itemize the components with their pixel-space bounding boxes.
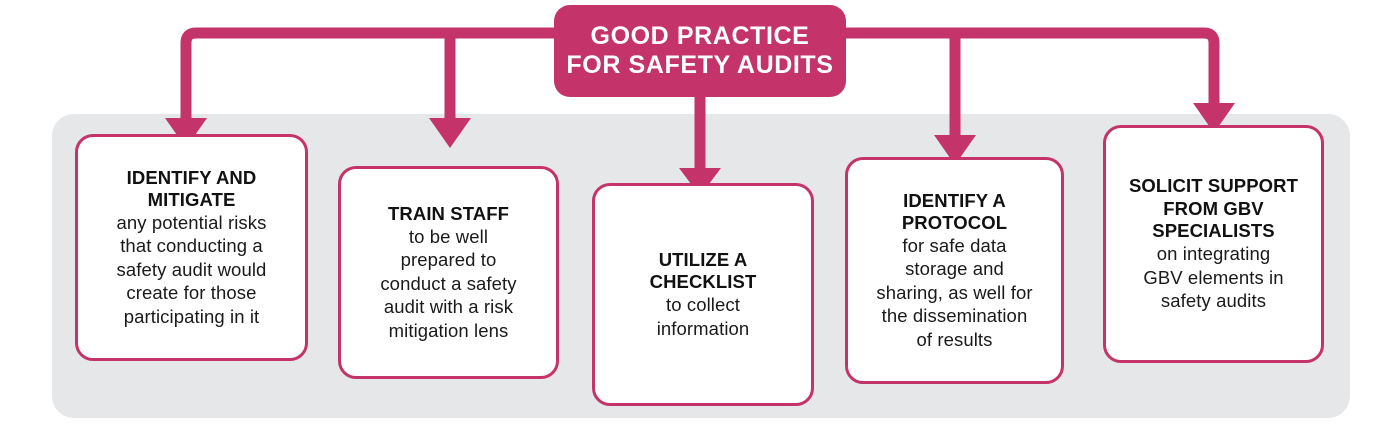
step-card-body: to be well prepared to conduct a safety … [380, 225, 517, 341]
page-title: GOOD PRACTICE FOR SAFETY AUDITS [566, 21, 834, 80]
step-card-heading: IDENTIFY A PROTOCOL [901, 189, 1008, 233]
step-card-body: for safe data storage and sharing, as we… [876, 234, 1033, 350]
step-card-train-staff[interactable]: TRAIN STAFF to be well prepared to condu… [338, 166, 559, 379]
step-card-heading: UTILIZE A CHECKLIST [649, 248, 757, 293]
step-card-body: to collect information [656, 294, 750, 339]
step-card-heading: IDENTIFY AND MITIGATE [126, 166, 257, 210]
diagram-title-banner: GOOD PRACTICE FOR SAFETY AUDITS [554, 5, 846, 97]
connector-line-1 [180, 27, 554, 120]
step-card-utilize-a-checklist[interactable]: UTILIZE A CHECKLIST to collect informati… [592, 183, 814, 406]
step-card-identify-a-protocol[interactable]: IDENTIFY A PROTOCOL for safe data storag… [845, 157, 1064, 384]
step-card-body: on integrating GBV elements in safety au… [1143, 243, 1284, 312]
step-card-solicit-support-from-gbv-specialists[interactable]: SOLICIT SUPPORT FROM GBV SPECIALISTS on … [1103, 125, 1324, 363]
step-card-body: any potential risks that conducting a sa… [116, 211, 267, 327]
step-card-identify-and-mitigate[interactable]: IDENTIFY AND MITIGATE any potential risk… [75, 134, 308, 361]
step-card-heading: TRAIN STAFF [388, 202, 509, 224]
step-card-heading: SOLICIT SUPPORT FROM GBV SPECIALISTS [1128, 175, 1299, 241]
connector-line-5 [846, 27, 1220, 105]
